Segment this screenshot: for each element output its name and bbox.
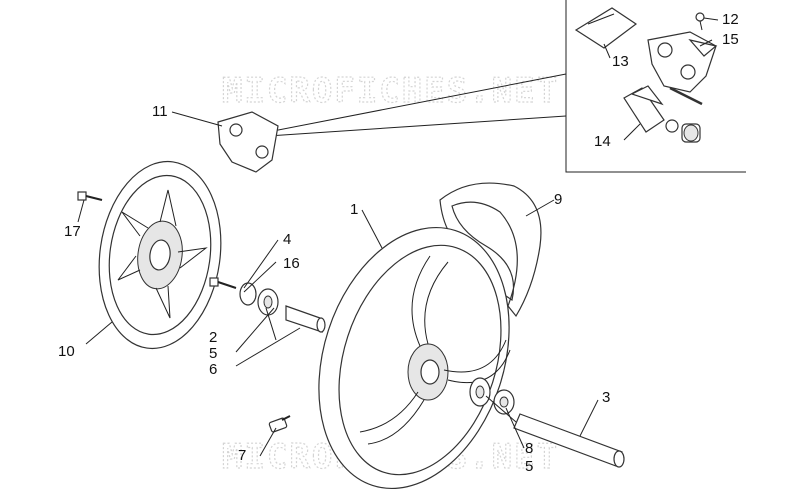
wheel-rim <box>318 226 511 490</box>
callout-3: 3 <box>602 389 610 406</box>
callout-9: 9 <box>554 191 562 208</box>
callout-labels: 1 2 3 4 5 5 6 7 8 9 10 11 12 13 14 15 16… <box>58 11 739 475</box>
brake-pads-kit <box>623 85 703 143</box>
wheel-axle <box>513 413 625 468</box>
disc-bolt <box>77 191 103 201</box>
seal-kit-bag <box>574 7 638 49</box>
callout-8: 8 <box>525 440 533 457</box>
callout-5-right: 5 <box>525 458 533 475</box>
leader-lines <box>77 17 719 457</box>
callout-6: 6 <box>209 361 217 378</box>
callout-5-left: 5 <box>209 345 217 362</box>
callout-7: 7 <box>238 447 246 464</box>
callout-13: 13 <box>612 53 629 70</box>
callout-11: 11 <box>152 103 168 120</box>
tire-valve <box>268 415 291 433</box>
brake-disc <box>98 160 222 350</box>
callout-4: 4 <box>283 231 291 248</box>
caliper-body-inset <box>647 31 718 93</box>
callout-15: 15 <box>722 31 739 48</box>
right-hub-components <box>469 377 515 415</box>
brake-caliper <box>217 111 279 173</box>
callout-17: 17 <box>64 223 81 240</box>
watermark-top: MICROFICHES.NET <box>222 71 559 111</box>
callout-14: 14 <box>594 133 611 150</box>
callout-16: 16 <box>283 255 300 272</box>
caliper-detail-inset <box>267 0 746 173</box>
callout-2: 2 <box>209 329 217 346</box>
callout-10: 10 <box>58 343 75 360</box>
callout-1: 1 <box>350 201 358 218</box>
callout-12: 12 <box>722 11 739 28</box>
bleed-screw <box>695 12 705 31</box>
left-hub-components <box>209 277 326 333</box>
